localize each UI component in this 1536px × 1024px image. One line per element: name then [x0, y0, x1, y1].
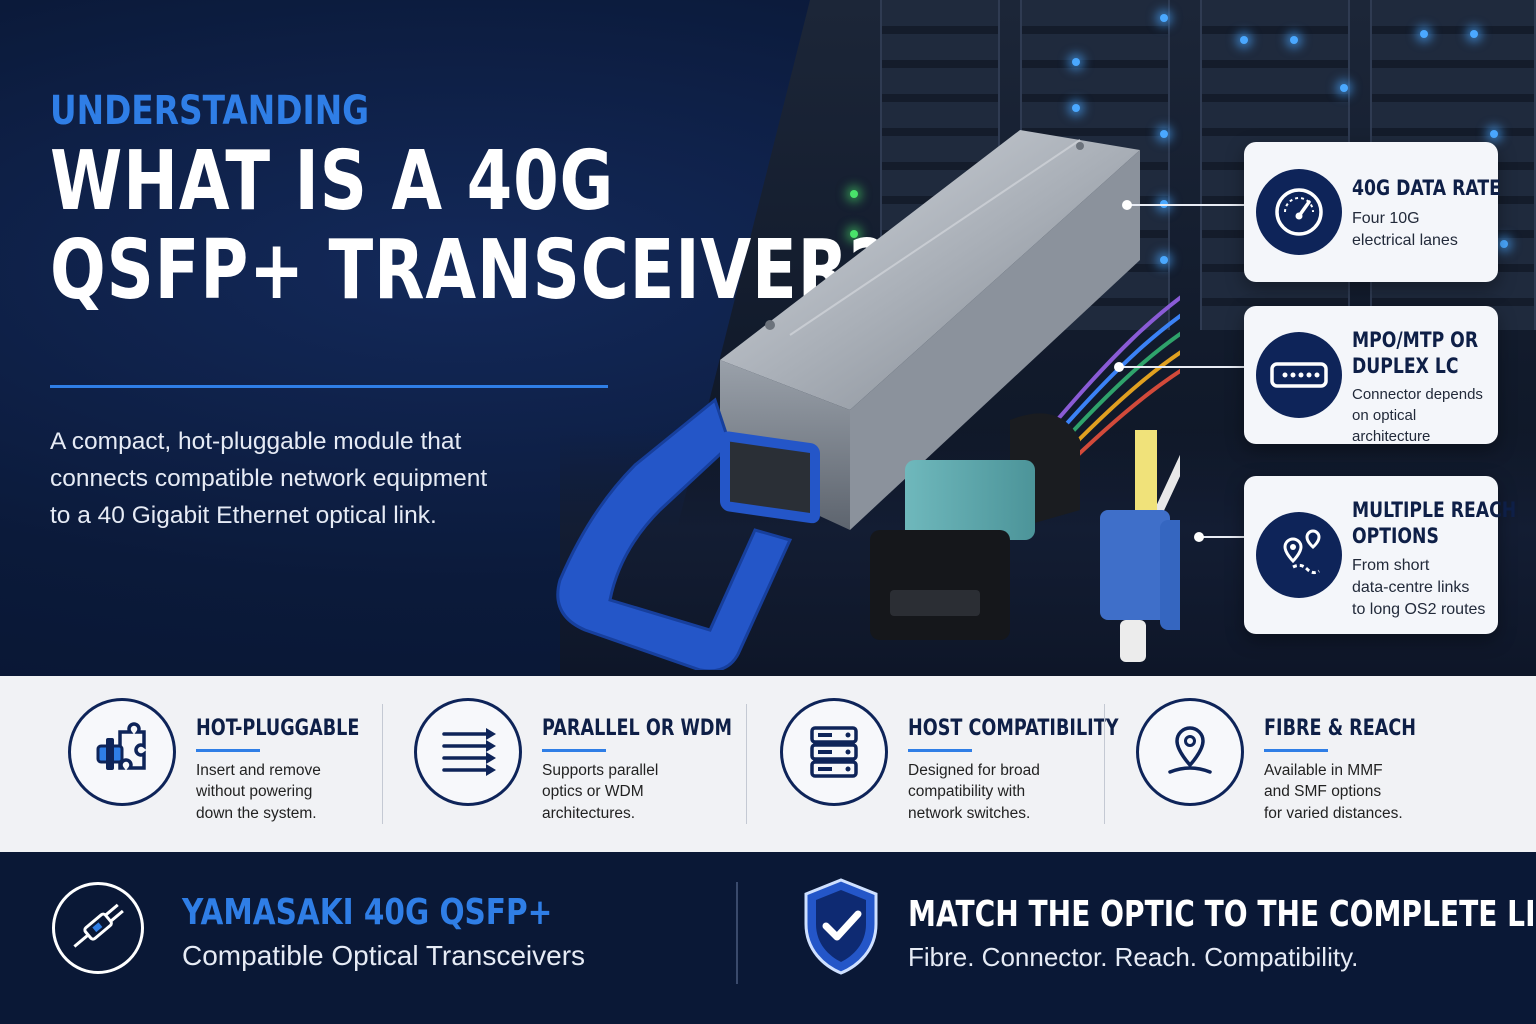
feature-description-line: for varied distances.	[1264, 804, 1403, 822]
cta-subtitle: Fibre. Connector. Reach. Compatibility.	[908, 942, 1359, 972]
callout-title-line: DUPLEX LC	[1352, 353, 1459, 378]
status-led	[1240, 36, 1248, 44]
feature-underline	[908, 749, 972, 752]
intro-line: to a 40 Gigabit Ethernet optical link.	[50, 501, 437, 529]
feature-underline	[1264, 749, 1328, 752]
status-led	[1160, 256, 1168, 264]
status-led	[1500, 240, 1508, 248]
feature-strip: HOT-PLUGGABLE Insert and remove without …	[0, 676, 1536, 852]
feature-underline	[196, 749, 260, 752]
callout-description: Connector depends on optical architectur…	[1352, 385, 1488, 447]
feature-description-line: Designed for broad	[908, 762, 1040, 779]
feature-title: FIBRE & REACH	[1264, 716, 1417, 741]
callout-connector: MPO/MTP OR DUPLEX LC Connector depends o…	[1244, 306, 1498, 447]
server-icon	[780, 698, 888, 806]
callout-title: MPO/MTP OR DUPLEX LC	[1352, 328, 1478, 379]
intro-line: A compact, hot-pluggable module that	[50, 428, 462, 455]
callout-description-line: From short	[1352, 557, 1430, 575]
puzzle-plug-icon	[68, 698, 176, 806]
callout-description-line: electrical lanes	[1352, 231, 1458, 249]
feature-description-line: Available in MMF	[1264, 762, 1383, 779]
status-led	[1470, 30, 1478, 38]
intro-paragraph: A compact, hot-pluggable module that con…	[50, 424, 570, 534]
title-block: UNDERSTANDING WHAT IS A 40G QSFP+ TRANSC…	[50, 88, 888, 318]
feature-description: Available in MMF and SMF options for var…	[1264, 760, 1474, 824]
shield-check-icon	[804, 878, 878, 975]
qsfp-module-illustration	[556, 130, 1180, 670]
callout-leader-dot	[1122, 200, 1132, 210]
page-title: WHAT IS A 40G QSFP+ TRANSCEIVER?	[50, 134, 888, 318]
callout-description-line: data-centre links	[1352, 579, 1470, 597]
feature-description-line: Insert and remove	[196, 762, 321, 779]
feature-description-line: down the system.	[196, 804, 317, 822]
feature-description-line: without powering	[196, 783, 313, 801]
feature-underline	[542, 749, 606, 752]
page-title-line: QSFP+ TRANSCEIVER?	[50, 222, 888, 318]
feature-title: HOT-PLUGGABLE	[196, 716, 360, 741]
brand-subtitle: Compatible Optical Transceivers	[182, 940, 586, 971]
feature-description: Designed for broad compatibility with ne…	[908, 760, 1118, 824]
status-led	[1072, 104, 1080, 112]
connector-icon	[1256, 332, 1342, 418]
feature-divider	[746, 704, 747, 824]
callout-description-line: Connector depends	[1352, 386, 1483, 404]
footer-banner: YAMASAKI 40G QSFP+ Compatible Optical Tr…	[0, 852, 1536, 1024]
feature-description: Insert and remove without powering down …	[196, 760, 406, 824]
callout-description-line: Four 10G	[1352, 209, 1420, 227]
cta-title: MATCH THE OPTIC TO THE COMPLETE LINK.	[908, 894, 1536, 935]
status-led	[1160, 14, 1168, 22]
parallel-arrows-icon	[414, 698, 522, 806]
callout-title: 40G DATA RATE	[1352, 176, 1501, 200]
footer-divider	[736, 882, 738, 984]
status-led	[1420, 30, 1428, 38]
feature-description-line: compatibility with	[908, 783, 1026, 801]
feature-description-line: and SMF options	[1264, 783, 1382, 801]
callout-description: Four 10G electrical lanes	[1352, 208, 1488, 252]
title-divider	[50, 385, 608, 388]
speedometer-icon	[1256, 169, 1342, 255]
callout-leader-line	[1128, 204, 1244, 206]
callout-title-line: OPTIONS	[1352, 523, 1439, 548]
feature-description-line: architectures.	[542, 804, 636, 822]
callout-description: From short data-centre links to long OS2…	[1352, 555, 1488, 621]
callout-reach: MULTIPLE REACH OPTIONS From short data-c…	[1244, 476, 1516, 634]
feature-divider	[382, 704, 383, 824]
route-icon	[1256, 512, 1342, 598]
feature-description-line: Supports parallel	[542, 762, 659, 779]
callout-description-line: to long OS2 routes	[1352, 601, 1486, 619]
page-title-line: WHAT IS A 40G	[50, 134, 615, 229]
status-led	[850, 230, 858, 238]
status-led	[850, 190, 858, 198]
feature-description-line: network switches.	[908, 804, 1031, 822]
callout-data-rate: 40G DATA RATE Four 10G electrical lanes	[1244, 142, 1501, 282]
feature-title: PARALLEL OR WDM	[542, 716, 733, 741]
hero-section: UNDERSTANDING WHAT IS A 40G QSFP+ TRANSC…	[0, 0, 1536, 676]
status-led	[1160, 130, 1168, 138]
feature-description-line: optics or WDM	[542, 783, 644, 801]
location-pin-icon	[1136, 698, 1244, 806]
status-led	[1490, 130, 1498, 138]
status-led	[1340, 84, 1348, 92]
feature-title: HOST COMPATIBILITY	[908, 716, 1119, 741]
intro-line: connects compatible network equipment	[50, 464, 488, 492]
status-led	[1072, 58, 1080, 66]
callout-leader-line	[1120, 366, 1244, 368]
callout-title-line: MPO/MTP OR	[1352, 328, 1479, 352]
callout-title-line: MULTIPLE REACH	[1352, 498, 1517, 522]
callout-leader-dot	[1194, 532, 1204, 542]
callout-description-line: on optical architecture	[1352, 406, 1431, 445]
feature-divider	[1104, 704, 1105, 824]
eyebrow-text: UNDERSTANDING	[50, 88, 370, 134]
feature-description: Supports parallel optics or WDM architec…	[542, 760, 752, 824]
callout-leader-dot	[1114, 362, 1124, 372]
transceiver-cable-icon	[52, 882, 144, 974]
callout-leader-line	[1200, 536, 1244, 538]
status-led	[1290, 36, 1298, 44]
callout-title: MULTIPLE REACH OPTIONS	[1352, 498, 1516, 549]
brand-name: YAMASAKI 40G QSFP+	[182, 892, 553, 933]
